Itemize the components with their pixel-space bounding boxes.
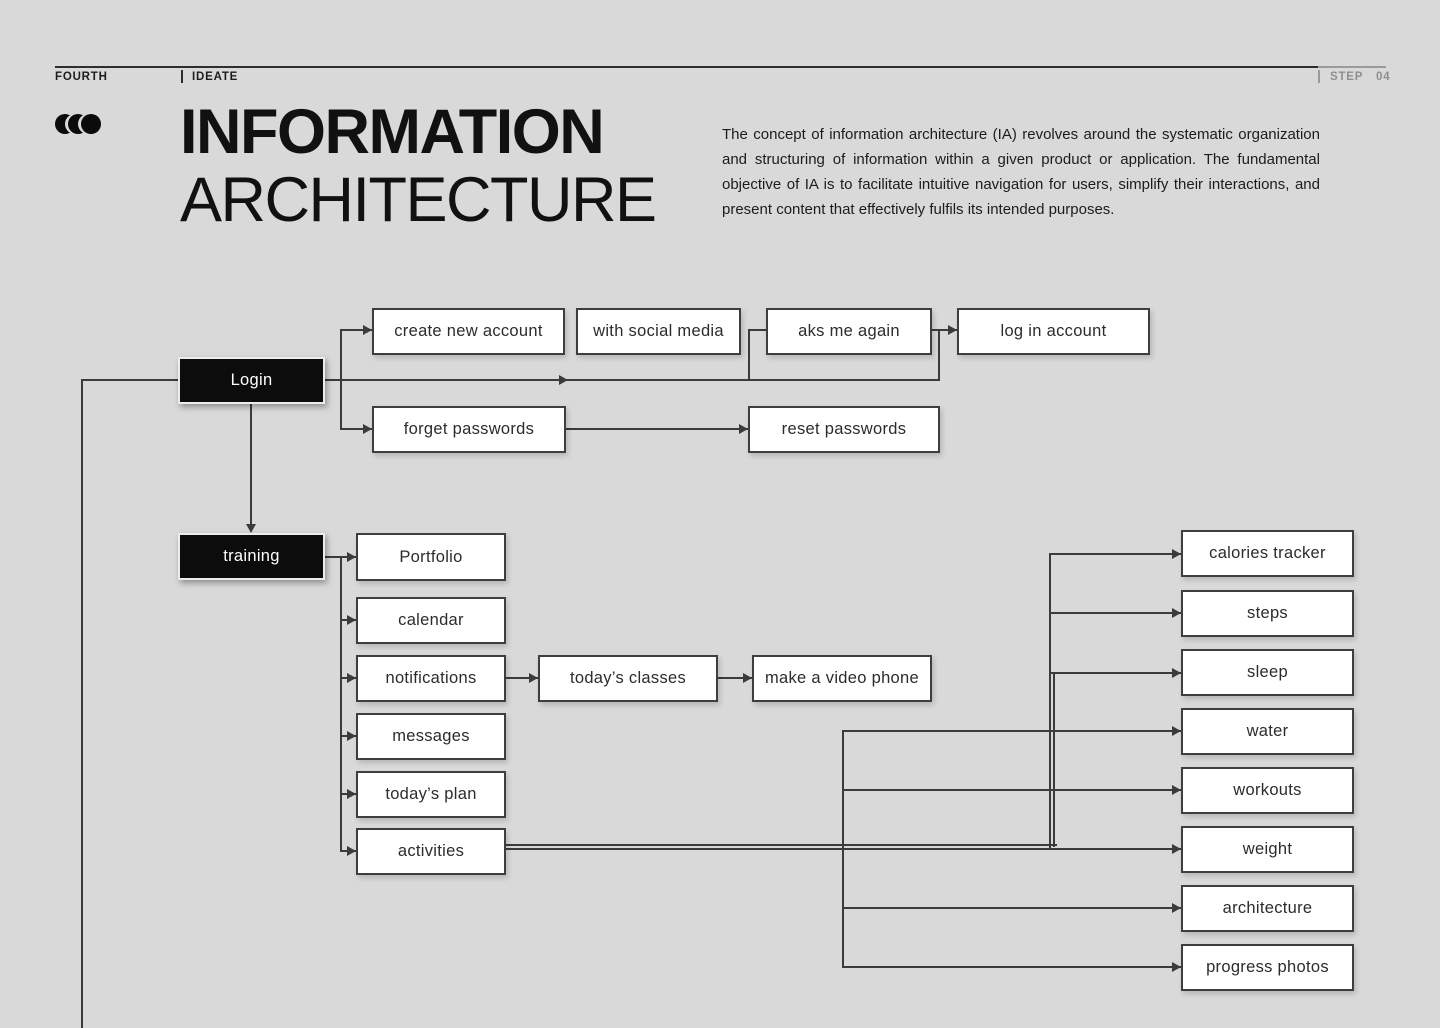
page-title: INFORMATION ARCHITECTURE — [180, 97, 657, 235]
node-notifications: notifications — [356, 655, 506, 702]
connector-line — [843, 966, 1181, 968]
node-forget-passwords: forget passwords — [372, 406, 566, 453]
node-login: Login — [178, 357, 325, 404]
node-weight: weight — [1181, 826, 1354, 873]
connector-arrowhead-icon — [1172, 668, 1181, 678]
node-todays-plan: today’s plan — [356, 771, 506, 818]
header-step-separator — [1318, 70, 1320, 83]
connector-line — [1053, 672, 1055, 847]
connector-line — [1050, 612, 1181, 614]
connector-arrowhead-icon — [559, 375, 568, 385]
header-rule — [55, 66, 1318, 68]
connector-arrowhead-icon — [1172, 608, 1181, 618]
connector-line — [749, 329, 767, 331]
node-training: training — [178, 533, 325, 580]
connector-line — [81, 379, 83, 1028]
node-log-in-account: log in account — [957, 308, 1150, 355]
connector-line — [843, 907, 1181, 909]
node-todays-classes: today’s classes — [538, 655, 718, 702]
node-calendar: calendar — [356, 597, 506, 644]
connector-arrowhead-icon — [246, 524, 256, 533]
header-brand-label: FOURTH — [55, 71, 108, 83]
connector-arrowhead-icon — [347, 846, 356, 856]
connector-arrowhead-icon — [948, 325, 957, 335]
connector-arrowhead-icon — [743, 673, 752, 683]
connector-arrowhead-icon — [529, 673, 538, 683]
page-title-line2: ARCHITECTURE — [180, 165, 657, 235]
connector-arrowhead-icon — [363, 325, 372, 335]
connector-arrowhead-icon — [1172, 962, 1181, 972]
connector-line — [748, 329, 750, 381]
node-make-a-video-phone: make a video phone — [752, 655, 932, 702]
connector-line — [506, 844, 1057, 846]
connector-line — [341, 428, 372, 430]
node-aks-me-again: aks me again — [766, 308, 932, 355]
connector-arrowhead-icon — [1172, 844, 1181, 854]
connector-line — [1050, 553, 1181, 555]
connector-arrowhead-icon — [1172, 785, 1181, 795]
node-portfolio: Portfolio — [356, 533, 506, 581]
intro-paragraph: The concept of information architecture … — [722, 126, 1320, 218]
node-with-social-media: with social media — [576, 308, 741, 355]
connector-line — [1049, 553, 1051, 850]
header-separator — [181, 70, 183, 83]
node-architecture: architecture — [1181, 885, 1354, 932]
three-dots-logo-icon — [55, 114, 101, 134]
node-progress-photos: progress photos — [1181, 944, 1354, 991]
node-create-new-account: create new account — [372, 308, 565, 355]
node-reset-passwords: reset passwords — [748, 406, 940, 453]
connector-line — [250, 404, 252, 528]
connector-arrowhead-icon — [347, 673, 356, 683]
node-water: water — [1181, 708, 1354, 755]
connector-line — [843, 730, 1181, 732]
connector-arrowhead-icon — [1172, 903, 1181, 913]
connector-arrowhead-icon — [1172, 549, 1181, 559]
connector-line — [938, 329, 940, 381]
connector-line — [82, 379, 179, 381]
connector-line — [931, 329, 957, 331]
logo-dot — [81, 114, 101, 134]
header-rule-right — [1318, 66, 1386, 68]
connector-line — [1050, 672, 1181, 674]
header-phase-label: IDEATE — [192, 71, 239, 83]
node-workouts: workouts — [1181, 767, 1354, 814]
connector-arrowhead-icon — [347, 552, 356, 562]
connector-line — [506, 677, 538, 679]
connector-arrowhead-icon — [347, 789, 356, 799]
connector-line — [842, 730, 844, 968]
connector-arrowhead-icon — [363, 424, 372, 434]
connector-line — [324, 379, 940, 381]
connector-line — [324, 556, 342, 558]
connector-line — [341, 329, 372, 331]
node-activities: activities — [356, 828, 506, 875]
connector-arrowhead-icon — [347, 615, 356, 625]
connector-arrowhead-icon — [739, 424, 748, 434]
connector-arrowhead-icon — [347, 731, 356, 741]
connector-line — [566, 428, 748, 430]
node-steps: steps — [1181, 590, 1354, 637]
node-messages: messages — [356, 713, 506, 760]
node-calories-tracker: calories tracker — [1181, 530, 1354, 577]
connector-line — [340, 329, 342, 430]
connector-line — [718, 677, 752, 679]
connector-line — [340, 556, 342, 852]
connector-arrowhead-icon — [1172, 726, 1181, 736]
header-step-label: STEP 04 — [1330, 71, 1391, 83]
node-sleep: sleep — [1181, 649, 1354, 696]
connector-line — [843, 789, 1181, 791]
page-title-line1: INFORMATION — [180, 97, 605, 167]
